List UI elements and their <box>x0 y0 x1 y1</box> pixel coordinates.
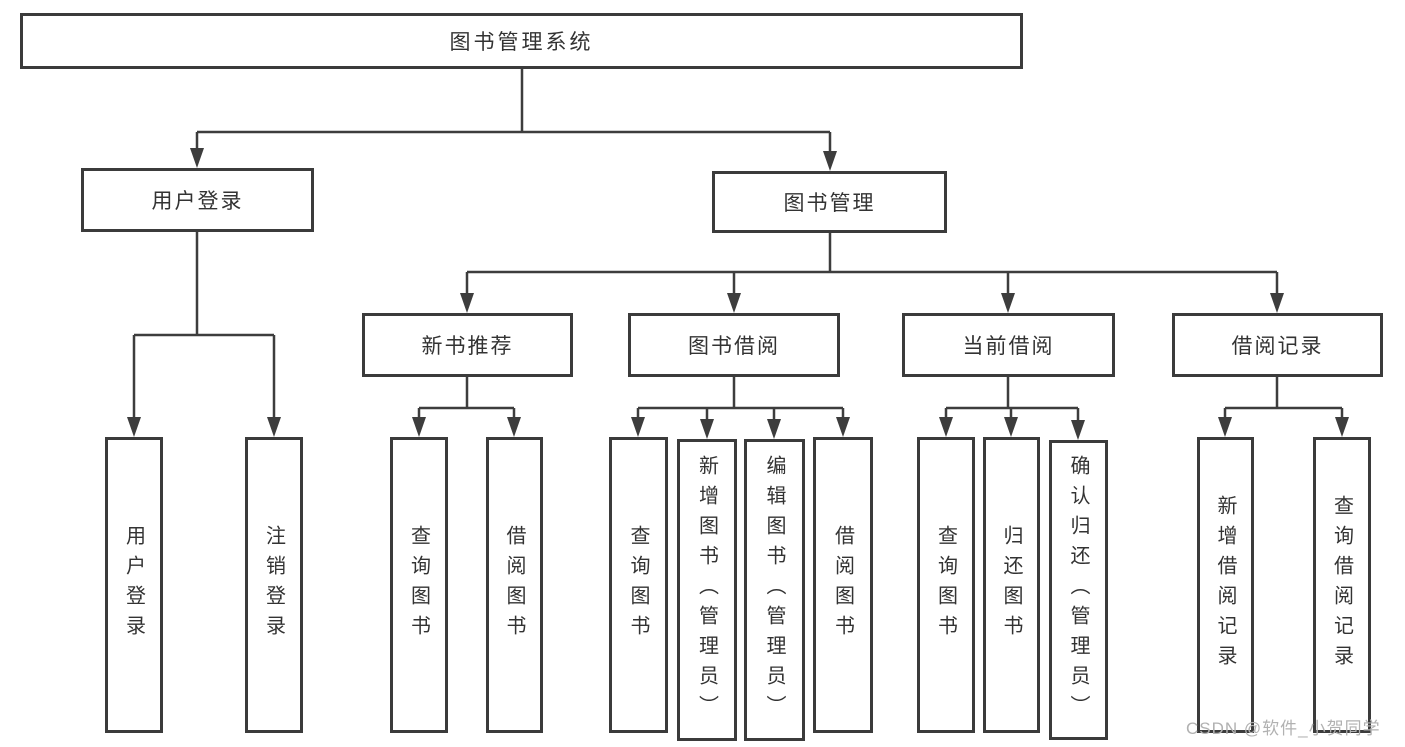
node-leaf-user-login: 用户登录 <box>105 437 163 733</box>
connector-borrow-records-children <box>1218 377 1349 437</box>
connector-current-borrow-children <box>939 377 1085 440</box>
node-book-borrowing: 图书借阅 <box>628 313 840 377</box>
node-user-login: 用户登录 <box>81 168 314 232</box>
node-bb-borrow-books: 借阅图书 <box>813 437 873 733</box>
node-cb-query-books: 查询图书 <box>917 437 975 733</box>
node-cb-return-books: 归还图书 <box>983 437 1040 733</box>
node-bb-edit-books-admin: 编辑图书（管理员） <box>744 439 805 741</box>
node-new-book-recommend: 新书推荐 <box>362 313 573 377</box>
node-cb-confirm-return-admin: 确认归还（管理员） <box>1049 440 1108 740</box>
node-bb-add-books-admin: 新增图书（管理员） <box>677 439 737 741</box>
node-borrow-records: 借阅记录 <box>1172 313 1383 377</box>
node-nb-borrow-books: 借阅图书 <box>486 437 543 733</box>
node-leaf-logout: 注销登录 <box>245 437 303 733</box>
node-br-add-record: 新增借阅记录 <box>1197 437 1254 733</box>
connector-book-borrow-children <box>631 377 850 439</box>
csdn-watermark: CSDN @软件_小贺同学 <box>1186 719 1381 738</box>
connector-new-book-rec-children <box>412 377 521 437</box>
node-current-borrowing: 当前借阅 <box>902 313 1115 377</box>
node-bb-query-books: 查询图书 <box>609 437 668 733</box>
node-root-library-system: 图书管理系统 <box>20 13 1023 69</box>
connector-user-login-children <box>127 232 281 437</box>
node-nb-query-books: 查询图书 <box>390 437 448 733</box>
node-book-management: 图书管理 <box>712 171 947 233</box>
connector-root-to-level2 <box>190 69 837 171</box>
node-br-query-record: 查询借阅记录 <box>1313 437 1371 733</box>
connector-book-mgmt-children <box>460 233 1284 313</box>
